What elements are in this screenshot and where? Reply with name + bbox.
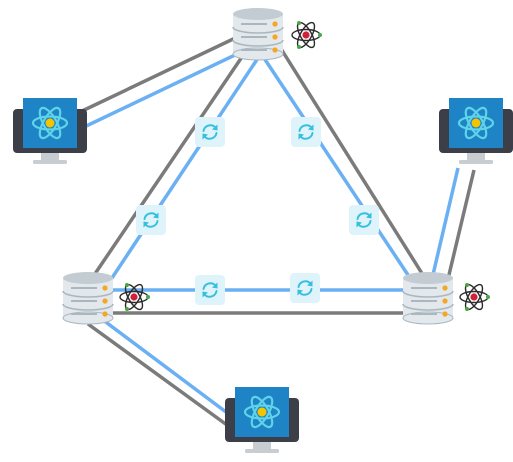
link-rightdb-right-gray <box>446 169 476 280</box>
monitor-atom-icon <box>11 96 89 166</box>
link-top-left-blue <box>79 42 259 131</box>
link-leftdb-bottom-blue <box>93 312 236 420</box>
connection-lines <box>79 29 476 435</box>
link-leftdb-bottom-gray <box>86 322 240 435</box>
link-topdb-rightdb-gray <box>276 43 430 284</box>
sync-icon <box>194 116 226 148</box>
monitor-atom-icon <box>437 96 513 166</box>
sync-icon <box>348 204 380 236</box>
atom-icon <box>291 19 323 51</box>
link-rightdb-right-blue <box>430 167 460 280</box>
monitor-atom-icon <box>223 385 301 455</box>
sync-icon <box>135 204 167 236</box>
sync-icon <box>194 274 226 306</box>
atom-icon <box>459 281 491 313</box>
link-topdb-leftdb-blue <box>100 57 260 294</box>
database-server-icon <box>232 7 284 61</box>
database-server-icon <box>402 271 454 325</box>
link-topdb-rightdb-blue <box>262 57 416 285</box>
link-topdb-leftdb-gray <box>82 47 250 291</box>
sync-icon <box>289 272 321 304</box>
link-top-left-gray <box>79 29 251 114</box>
sync-icon <box>290 116 322 148</box>
atom-icon <box>119 281 151 313</box>
database-server-icon <box>62 271 114 325</box>
